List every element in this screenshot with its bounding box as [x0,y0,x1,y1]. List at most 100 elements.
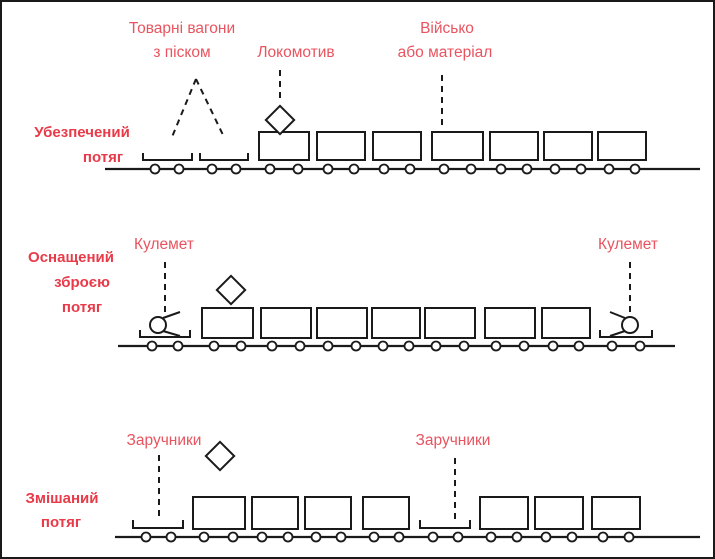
wheel [511,531,523,543]
wheel [404,163,416,175]
label-hostages-middle: Заручники [416,432,491,449]
leader-line [171,78,197,138]
wheel [140,531,152,543]
wheel [292,163,304,175]
label-machine-gun-rear: Кулемет [598,236,658,253]
train-1-title-line-2: потяг [83,149,123,166]
wheel [547,340,559,352]
wheel [485,531,497,543]
wheel [172,340,184,352]
label-troops-line-2: або матеріал [398,44,493,61]
wheel [521,163,533,175]
wheel [518,340,530,352]
wagon [251,496,299,530]
wheel [198,531,210,543]
wheel [230,163,242,175]
wheel [348,163,360,175]
wagon [316,131,366,161]
locomotive-cab [264,104,296,136]
wheel [430,340,442,352]
wheel [266,340,278,352]
wheel [146,340,158,352]
wheel [490,340,502,352]
label-hostages-front: Заручники [127,432,202,449]
wheel [603,163,615,175]
machine-gun-icon [149,316,167,334]
wagon [541,307,591,339]
wheel [264,163,276,175]
train-mixed: Змішаний потяг [25,432,700,543]
wheel [378,163,390,175]
train-armed: Оснащений зброєю потяг [28,236,675,352]
wagon [543,131,593,161]
troops-wagon [431,131,484,161]
wheel [452,531,464,543]
wagon [260,307,312,339]
wheel [465,163,477,175]
wheel [165,531,177,543]
wheel [227,531,239,543]
wheel [310,531,322,543]
sand-flatcar-2 [199,153,249,161]
locomotive [201,307,254,339]
wheel [540,531,552,543]
train-2-title-line-1: Оснащений [28,249,114,266]
label-troops-line-1: Військо [420,20,474,37]
wagon [424,307,476,339]
wagon [371,307,421,339]
wheel [173,163,185,175]
label-freight-cars-line-1: Товарні вагони [129,20,235,37]
wheel [458,340,470,352]
locomotive-cab [215,274,247,306]
sand-flatcar-1 [142,153,193,161]
wheel [377,340,389,352]
wheel [427,531,439,543]
leader-line [195,78,225,138]
machine-gun-barrel [162,311,181,337]
train-3-title-line-1: Змішаний [25,490,98,507]
label-freight-cars-line-2: з піском [153,44,210,61]
wagon [591,496,641,530]
train-2-title-line-3: потяг [62,299,102,316]
machine-gun-icon [621,316,639,334]
wheel [256,531,268,543]
wagon [479,496,529,530]
wheel [573,340,585,352]
wheel [606,340,618,352]
train-3-title-line-2: потяг [41,514,81,531]
wagon [304,496,352,530]
wagon [489,131,539,161]
wheel [335,531,347,543]
wheel [368,531,380,543]
machine-gun-car-rear [599,330,653,338]
wagon [316,307,368,339]
wheel [495,163,507,175]
wheel [235,340,247,352]
hostage-flatcar-middle [419,520,471,529]
wheel [634,340,646,352]
wheel [597,531,609,543]
wheel [575,163,587,175]
train-2-title-line-2: зброєю [54,274,110,291]
wheel [403,340,415,352]
wheel [350,340,362,352]
wheel [438,163,450,175]
wagon [534,496,584,530]
machine-gun-car-front [139,330,191,338]
wheel [629,163,641,175]
wagon [484,307,536,339]
wagon [362,496,410,530]
wheel [149,163,161,175]
wheel [623,531,635,543]
hostage-flatcar-front [132,520,184,529]
locomotive [258,131,310,161]
machine-gun-barrel [609,311,626,337]
wheel [322,340,334,352]
label-locomotive: Локомотив [257,44,334,61]
wagon [597,131,647,161]
wheel [208,340,220,352]
label-machine-gun-front: Кулемет [134,236,194,253]
wheel [282,531,294,543]
wheel [294,340,306,352]
